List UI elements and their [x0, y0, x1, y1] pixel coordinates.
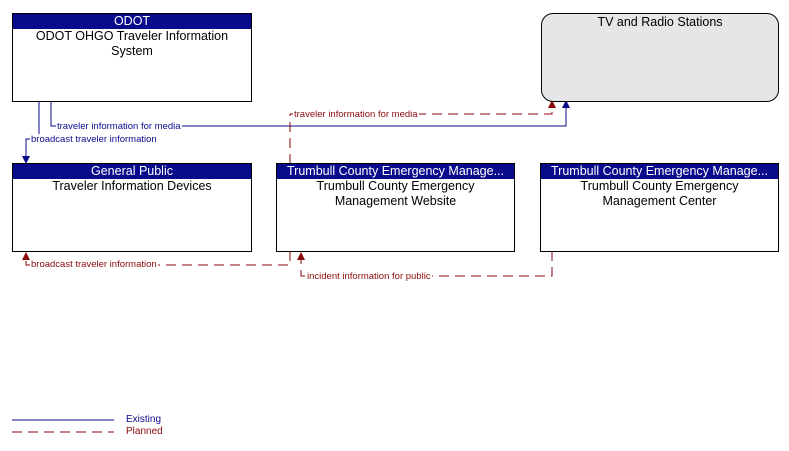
- node-website-header: Trumbull County Emergency Manage...: [277, 164, 514, 179]
- flow-line-broadcast-existing: [22, 101, 40, 164]
- node-ema-header: Trumbull County Emergency Manage...: [541, 164, 778, 179]
- node-ema-center[interactable]: Trumbull County Emergency Manage... Trum…: [540, 163, 779, 252]
- node-tv-body: TV and Radio Stations: [597, 15, 723, 29]
- node-odot-header: ODOT: [13, 14, 251, 29]
- flow-line-traveler-info-media-existing: [50, 100, 570, 127]
- node-ema-website[interactable]: Trumbull County Emergency Manage... Trum…: [276, 163, 515, 252]
- flow-label-incident-info-public: incident information for public: [306, 271, 432, 282]
- node-public-body: Traveler Information Devices: [52, 179, 212, 193]
- legend-planned-label: Planned: [126, 426, 163, 437]
- flow-label-broadcast-existing: broadcast traveler information: [30, 134, 158, 145]
- node-ema-body: Trumbull County Emergency Management Cen…: [580, 179, 739, 208]
- node-website-body: Trumbull County Emergency Management Web…: [316, 179, 475, 208]
- flow-label-broadcast-planned: broadcast traveler information: [30, 259, 158, 270]
- node-public-header: General Public: [13, 164, 251, 179]
- node-tv-radio[interactable]: TV and Radio Stations: [541, 13, 779, 102]
- flow-label-traveler-info-media-existing: traveler information for media: [56, 121, 182, 132]
- legend-existing-label: Existing: [126, 414, 162, 425]
- node-odot-body: ODOT OHGO Traveler Information System: [35, 29, 229, 58]
- flow-label-traveler-info-media-planned: traveler information for media: [293, 109, 419, 120]
- node-odot-ohgo[interactable]: ODOT ODOT OHGO Traveler Information Syst…: [12, 13, 252, 102]
- node-general-public[interactable]: General Public Traveler Information Devi…: [12, 163, 252, 252]
- flow-line-traveler-info-media-planned: [289, 100, 556, 164]
- flow-line-broadcast-planned: [22, 251, 291, 266]
